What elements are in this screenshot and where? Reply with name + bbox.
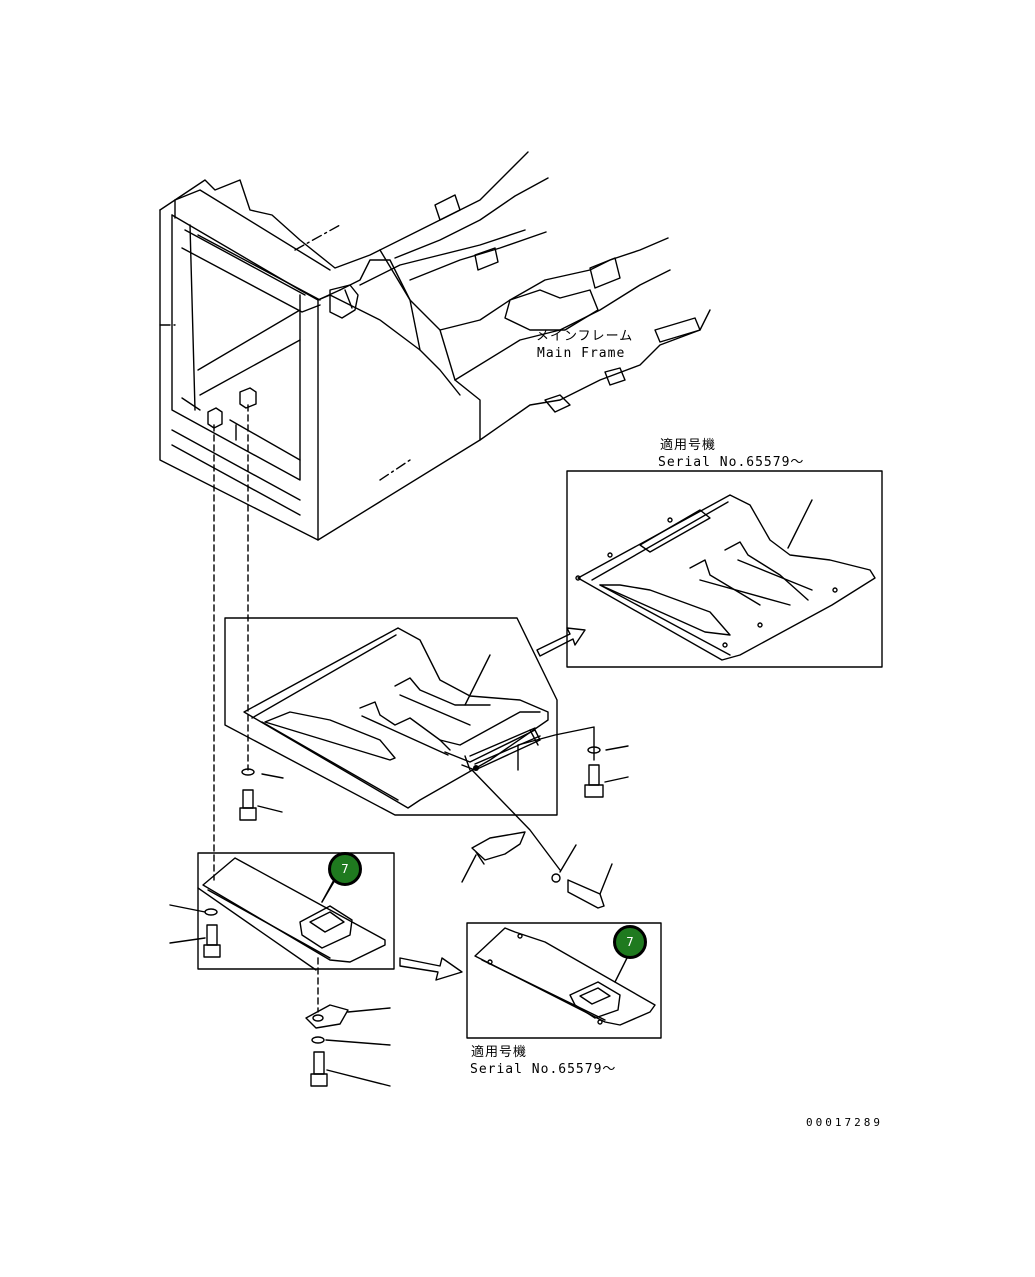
serial-bottom-label-jp: 適用号機 [471, 1045, 528, 1060]
callout-number: 7 [341, 862, 349, 876]
serial-bottom-label-en: Serial No.65579～ [470, 1062, 617, 1077]
small-cover-drawing [169, 852, 463, 1087]
main-frame-label-jp: メインフレーム [536, 329, 634, 344]
main-frame-label-en: Main Frame [537, 346, 626, 361]
hardware-center [239, 745, 629, 909]
inset-cover-bottom [466, 922, 662, 1039]
drawing-number: 00017289 [806, 1116, 883, 1129]
callout-7-small-cover: 7 [328, 852, 362, 886]
callout-7-inset-cover: 7 [613, 925, 647, 959]
main-frame-drawing [159, 151, 711, 541]
inset-cover-top [566, 470, 883, 668]
serial-top-label-jp: 適用号機 [660, 438, 717, 453]
serial-top-label-en: Serial No.65579～ [658, 455, 805, 470]
callout-number: 7 [626, 935, 634, 949]
under-cover-drawing [224, 617, 595, 871]
